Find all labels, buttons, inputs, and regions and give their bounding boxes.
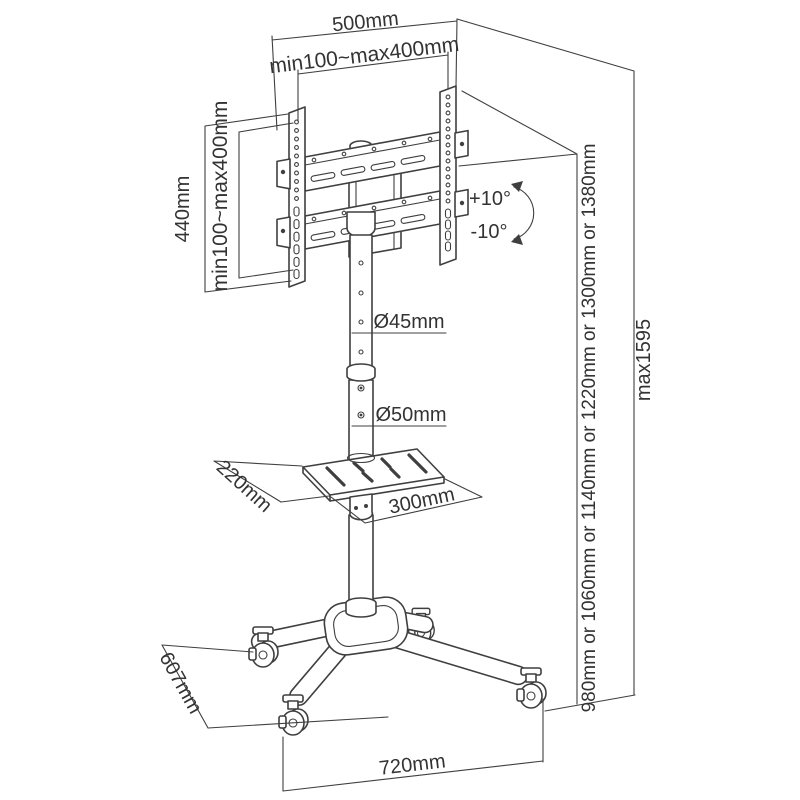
dim-lower-pole: Ø50mm [351,404,447,427]
base [248,596,547,736]
dim-lower-pole-label: Ø50mm [375,404,446,426]
tilt-up-label: +10° [469,188,511,210]
base-hub [323,596,409,656]
tv-bracket [276,85,469,288]
shelf-clamp [349,493,374,521]
dim-upper-pole-label: Ø45mm [373,311,444,333]
dim-height-options-label: 980mm or 1060mm or 1140mm or 1220mm or 1… [579,144,600,713]
caster-front-left [278,694,309,736]
vesa-rail-left [276,106,306,288]
dim-upper-pole: Ø45mm [351,311,447,334]
pole-base-collar [345,597,377,618]
dim-max-height-label: max1595 [633,319,655,401]
dim-shelf-width-label: 300mm [387,483,457,518]
dim-bracket-height: 440mm [172,113,292,293]
dim-shelf-depth-label: 220mm [212,456,276,517]
dim-vesa-width-label: min100~max400mm [268,33,460,78]
dim-top-width-label: 500mm [331,8,400,37]
dim-base-depth-label: 607mm [154,649,206,718]
vesa-rail-right [439,85,469,266]
dim-base-width-label: 720mm [378,750,447,780]
dim-height-options: 980mm or 1060mm or 1140mm or 1220mm or 1… [458,90,636,713]
tilt-down-label: -10° [471,221,508,243]
pole-lower [345,514,377,618]
shelf [302,448,445,521]
tilt-clamp [346,211,376,238]
dim-vesa-height: min100~max400mm [209,101,294,292]
pole-lower-tube [348,379,374,463]
caster-front-right [516,667,547,709]
pole-collar [346,363,376,382]
dim-bracket-height-label: 440mm [172,176,194,243]
dim-max-height: max1595 [456,18,655,696]
pole-upper [346,234,376,382]
dim-base-width: 720mm [282,698,544,792]
dim-vesa-width: min100~max400mm [268,33,460,122]
tilt-annotation: +10° -10° [469,181,535,245]
dimensions: 500mm min100~max400mm 440mm min100~max40… [154,8,655,792]
dim-vesa-height-label: min100~max400mm [209,101,232,292]
